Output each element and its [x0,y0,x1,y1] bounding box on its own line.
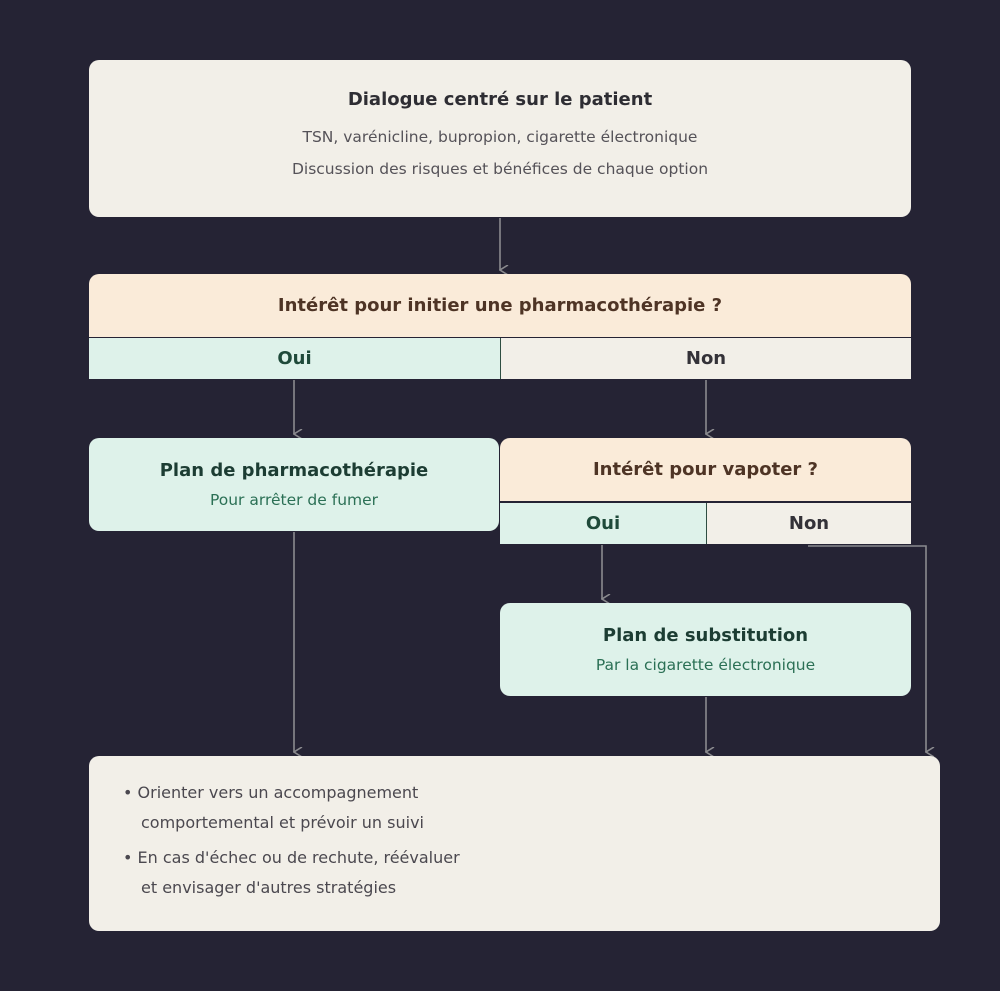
arrow-q2-no-to-bottom [808,545,926,752]
pharmacotherapy-question: Intérêt pour initier une pharmacothérapi… [89,274,911,337]
follow-up-item: • En cas d'échec ou de rechute, réévalue… [123,843,460,903]
q2-no-answer: Non [706,503,911,544]
follow-up-item: • Orienter vers un accompagnement compor… [123,778,460,838]
follow-up-list: • Orienter vers un accompagnement compor… [123,778,460,908]
substitution-plan-title: Plan de substitution [602,625,809,646]
pharmacotherapy-plan-box: Plan de pharmacothérapie Pour arrêter de… [89,438,499,531]
follow-up-box: • Orienter vers un accompagnement compor… [89,756,940,931]
vaping-question-text: Intérêt pour vapoter ? [592,459,819,480]
bullet1-line1: • Orienter vers un accompagnement [123,783,419,802]
pharmacotherapy-question-text: Intérêt pour initier une pharmacothérapi… [277,295,723,316]
pharmacotherapy-plan-title: Plan de pharmacothérapie [159,460,429,481]
patient-dialogue-title: Dialogue centré sur le patient [347,89,653,110]
bullet2-line1: • En cas d'échec ou de rechute, réévalue… [123,848,460,867]
substitution-plan-subtitle: Par la cigarette électronique [595,656,816,674]
q1-no-answer: Non [500,338,911,379]
options-line: TSN, varénicline, bupropion, cigarette é… [302,128,698,146]
bullet2-line2: et envisager d'autres stratégies [141,878,397,897]
patient-dialogue-box: Dialogue centré sur le patient TSN, varé… [89,60,911,217]
substitution-plan-box: Plan de substitution Par la cigarette él… [500,603,911,696]
vaping-question: Intérêt pour vapoter ? [500,438,911,501]
bullet1-line2: comportemental et prévoir un suivi [141,813,424,832]
q1-yes-answer: Oui [89,338,500,379]
q2-yes-answer: Oui [500,503,706,544]
discussion-line: Discussion des risques et bénéfices de c… [291,160,709,178]
pharmacotherapy-plan-subtitle: Pour arrêter de fumer [209,491,379,509]
